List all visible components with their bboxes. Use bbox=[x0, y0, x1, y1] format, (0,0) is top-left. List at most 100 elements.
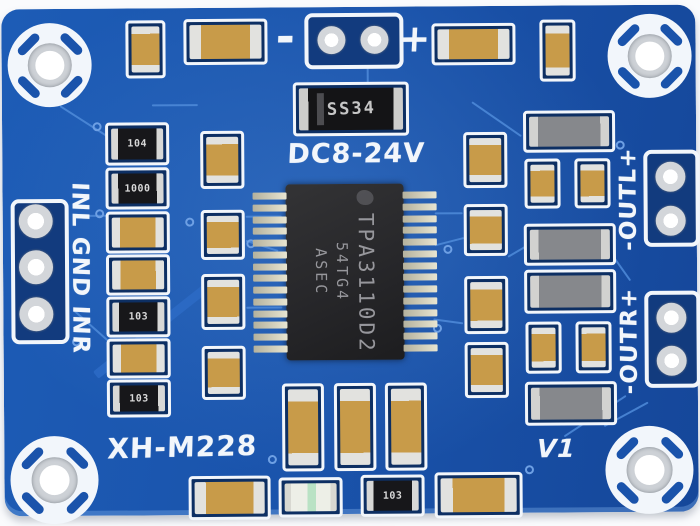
resistor-component: 1000 bbox=[105, 167, 170, 210]
component-body bbox=[194, 481, 265, 515]
chip-part-number: TPA3110D2 bbox=[353, 212, 379, 354]
diode-component: SS34 bbox=[292, 81, 410, 137]
audio-input-terminal bbox=[10, 198, 70, 345]
power-plus-label: + bbox=[397, 16, 432, 61]
component-body bbox=[469, 137, 502, 183]
through-hole-pad bbox=[360, 25, 389, 54]
through-hole-pad bbox=[655, 161, 686, 192]
component-body bbox=[581, 327, 606, 368]
component-marking: 103 bbox=[128, 311, 149, 323]
chip-pin bbox=[403, 332, 438, 340]
capacitor-component bbox=[539, 19, 576, 82]
component-marking: 104 bbox=[127, 138, 148, 150]
component-body bbox=[437, 28, 510, 60]
capacitor-component bbox=[463, 131, 508, 189]
inductor-component bbox=[524, 381, 618, 426]
chip-pin bbox=[403, 297, 438, 305]
inductor-component bbox=[524, 269, 617, 314]
capacitor-component bbox=[463, 203, 508, 257]
cathode-stripe bbox=[316, 93, 324, 126]
capacitor-component bbox=[281, 383, 325, 472]
via-dot bbox=[524, 465, 534, 475]
chip-pin bbox=[402, 215, 437, 223]
chip-pin bbox=[403, 262, 438, 270]
chip-marking-line1: TPA3110D2 bbox=[353, 189, 379, 354]
speaker-left-terminal bbox=[643, 149, 700, 247]
hole-center bbox=[635, 41, 664, 71]
copper-trace bbox=[246, 306, 283, 309]
inductor-component bbox=[523, 223, 617, 266]
component-body bbox=[580, 164, 605, 203]
chip-pin bbox=[403, 320, 438, 328]
speaker-right-terminal bbox=[644, 290, 700, 388]
chip-pin bbox=[403, 344, 438, 352]
component-body bbox=[112, 344, 165, 373]
input-right-label: INR bbox=[67, 305, 94, 355]
component-body bbox=[189, 24, 262, 60]
chip-pin bbox=[403, 309, 438, 317]
resistor-component: 104 bbox=[105, 122, 170, 166]
via-dot bbox=[92, 122, 102, 132]
component-body: 103 bbox=[112, 385, 166, 412]
component-body bbox=[440, 477, 517, 513]
component-marking: 103 bbox=[129, 392, 149, 405]
capacitor-component bbox=[384, 382, 428, 471]
component-body bbox=[469, 209, 502, 251]
hole-center bbox=[634, 454, 665, 485]
via-dot bbox=[95, 209, 105, 219]
ti-logo-icon bbox=[357, 189, 375, 206]
hole-center bbox=[39, 465, 70, 496]
component-marking: 1000 bbox=[124, 182, 151, 195]
input-left-label: INL bbox=[66, 181, 93, 229]
mounting-hole bbox=[10, 435, 99, 525]
input-gnd-label: GND bbox=[66, 236, 94, 298]
component-body bbox=[531, 327, 556, 368]
capacitor-component bbox=[201, 273, 246, 331]
capacitor-component bbox=[431, 22, 516, 66]
chip-marking-line3: ASEC bbox=[311, 248, 331, 297]
component-body bbox=[207, 279, 240, 324]
capacitor-component bbox=[125, 20, 166, 79]
chip-pin bbox=[252, 251, 287, 259]
output-right-label: -OUTR+ bbox=[616, 287, 643, 395]
through-hole-pad bbox=[656, 345, 687, 376]
resistor-component: 103 bbox=[106, 379, 172, 418]
power-minus-label: - bbox=[274, 9, 297, 64]
capacitor-component bbox=[200, 209, 245, 261]
chip-pin bbox=[253, 274, 288, 282]
chip-pin bbox=[402, 238, 437, 246]
capacitor-component bbox=[105, 254, 171, 296]
chip-pin bbox=[402, 250, 437, 258]
chip-marking-line2: 54TG4 bbox=[332, 241, 352, 303]
component-body bbox=[470, 281, 503, 329]
through-hole-pad bbox=[656, 302, 687, 333]
component-marking: SS34 bbox=[326, 97, 376, 121]
capacitor-component bbox=[188, 475, 271, 521]
component-body: 103 bbox=[112, 302, 165, 332]
inductor-component bbox=[522, 110, 616, 153]
through-hole-pad bbox=[19, 297, 54, 332]
component-body bbox=[545, 25, 570, 76]
component-body bbox=[207, 351, 240, 394]
power-terminal bbox=[304, 12, 404, 70]
version-label: V1 bbox=[536, 433, 577, 464]
resistor-component: 103 bbox=[360, 474, 425, 517]
capacitor-component bbox=[200, 130, 245, 190]
mounting-hole bbox=[7, 22, 92, 108]
component-body bbox=[339, 388, 371, 466]
component-body bbox=[530, 164, 555, 203]
mounting-hole bbox=[605, 425, 694, 515]
chip-pin bbox=[253, 310, 288, 318]
capacitor-component bbox=[434, 471, 523, 519]
chip-pin bbox=[403, 285, 438, 293]
chip-pin bbox=[252, 192, 287, 200]
chip-pin bbox=[402, 226, 437, 234]
component-body bbox=[111, 260, 165, 290]
capacitor-component bbox=[106, 338, 171, 379]
chip-pin bbox=[403, 273, 438, 281]
capacitor-component bbox=[105, 211, 170, 254]
led-component bbox=[278, 477, 343, 518]
through-hole-pad bbox=[18, 250, 54, 285]
